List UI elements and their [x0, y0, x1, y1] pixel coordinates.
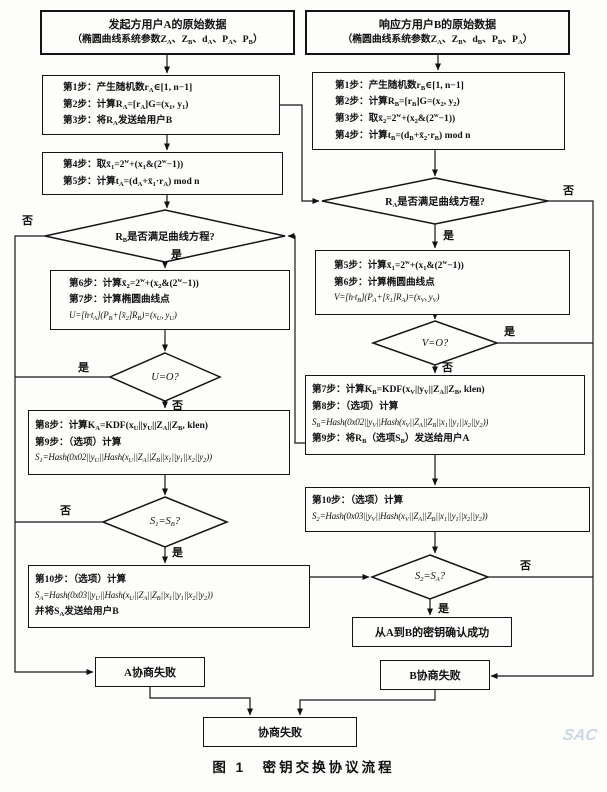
decision-ra-curve-check: RA是否满足曲线方程? — [322, 179, 548, 223]
decision-s2-equals-sa: S2=SA? — [372, 557, 488, 597]
node-a-steps-4-5: 第4步：取x̄1=2w+(x1&(2w−1)) 第5步：计算tA=(dA+x̄1… — [42, 152, 283, 195]
decision-text: U=O? — [151, 371, 179, 383]
node-a-negotiation-fail: A协商失败 — [95, 657, 205, 687]
step-line: SA=Hash(0x03||yU||Hash(xU||ZA||ZB||x1||y… — [35, 589, 213, 602]
step-line: S1=Hash(0x02||yU||Hash(xU||ZA||ZB||x1||y… — [35, 452, 212, 465]
node-b-negotiation-fail: B协商失败 — [380, 660, 490, 690]
node-b-source-title: 响应方用户B的原始数据 — [378, 18, 497, 31]
branch-label-yes: 是 — [171, 249, 182, 261]
step-line: 第6步：计算椭圆曲线点 — [334, 276, 435, 288]
step-line: SB=Hash(0x02||yV||Hash(xV||ZA||ZB||x1||y… — [312, 416, 489, 429]
step-line: 第10步：（选项）计算 — [35, 574, 127, 586]
step-line: 第5步：计算x̄1=2w+(x1&(2w−1)) — [334, 259, 464, 273]
decision-s1-equals-sb: S1=SB? — [103, 499, 227, 545]
node-b-source-params: （椭圆曲线系统参数ZA、ZB、dB、PB、PA） — [342, 34, 533, 47]
step-line: 第1步：产生随机数rA∈[1, n−1] — [63, 82, 193, 95]
step-line: 并将SA发送给用户B — [35, 606, 119, 619]
branch-label-no: 否 — [563, 185, 574, 197]
branch-label-yes: 是 — [438, 603, 449, 615]
step-line: 第3步：取x̄2=2w+(x2&(2w−1)) — [335, 112, 456, 125]
node-key-confirm-success: 从A到B的密钥确认成功 — [352, 617, 512, 647]
decision-text: RA是否满足曲线方程? — [385, 197, 485, 209]
node-a-steps-6-7: 第6步：计算x̄2=2w+(x2&(2w−1)) 第7步：计算椭圆曲线点 U=[… — [50, 270, 290, 330]
node-a-steps-1-3: 第1步：产生随机数rA∈[1, n−1] 第2步：计算RA=[rA]G=(x1,… — [42, 75, 280, 135]
terminal-label: 协商失败 — [258, 727, 302, 739]
step-line: 第6步：计算x̄2=2w+(x2&(2w−1)) — [69, 276, 199, 290]
step-line: V=[h·tB](PA+[x̄1]RA)=(xV, yV) — [334, 292, 440, 305]
node-a-steps-8-9: 第8步：计算KA=KDF(xU||yU||ZA||ZB, klen) 第9步：（… — [28, 410, 290, 475]
branch-label-yes: 是 — [504, 326, 515, 338]
step-line: U=[h·tA](PB+[x̄2]RB)=(xU, yU) — [69, 309, 177, 322]
step-line: 第7步：计算椭圆曲线点 — [69, 294, 170, 306]
branch-label-yes: 是 — [78, 362, 89, 374]
branch-label-no: 否 — [442, 362, 453, 374]
step-line: 第5步：计算tA=(dA+x̄1·rA) mod n — [63, 175, 200, 188]
branch-label-no: 否 — [60, 505, 71, 517]
node-b-step-10: 第10步：（选项）计算 S2=Hash(0x03||yV||Hash(xV||Z… — [305, 487, 590, 532]
decision-u-equals-o: U=O? — [110, 355, 220, 399]
step-line: 第8步：计算KA=KDF(xU||yU||ZA||ZB, klen) — [35, 420, 208, 433]
step-line: 第9步：（选项）计算 — [35, 436, 122, 448]
decision-rb-curve-check: RB是否满足曲线方程? — [45, 212, 285, 260]
node-negotiation-fail: 协商失败 — [203, 717, 357, 747]
decision-v-equals-o: V=O? — [373, 323, 497, 363]
node-b-source: 响应方用户B的原始数据 （椭圆曲线系统参数ZA、ZB、dB、PB、PA） — [305, 10, 570, 55]
step-line: 第10步：（选项）计算 — [312, 495, 404, 507]
decision-text: V=O? — [421, 337, 449, 349]
decision-text: RB是否满足曲线方程? — [115, 232, 215, 244]
decision-text: S2=SA? — [414, 571, 446, 583]
decision-text: S1=SB? — [149, 516, 181, 528]
node-a-source-params: （椭圆曲线系统参数ZA、ZB、dA、PA、PB） — [72, 34, 263, 47]
branch-label-yes: 是 — [172, 547, 183, 559]
step-line: 第2步：计算RA=[rA]G=(x1, y1) — [63, 98, 189, 111]
terminal-label: B协商失败 — [409, 670, 461, 682]
step-line: 第4步：计算tB=(dB+x̄2·rB) mod n — [335, 129, 471, 142]
step-line: 第8步：（选项）计算 — [312, 400, 399, 412]
branch-label-no: 否 — [22, 215, 33, 227]
terminal-label: 从A到B的密钥确认成功 — [374, 627, 490, 639]
branch-label-no: 否 — [520, 560, 531, 572]
step-line: 第2步：计算RB=[rB]G=(x2, y2) — [335, 96, 460, 109]
step-line: 第4步：取x̄1=2w+(x1&(2w−1)) — [63, 157, 184, 171]
node-a-source-title: 发起方用户A的原始数据 — [108, 18, 227, 31]
step-line: S2=Hash(0x03||yV||Hash(xV||ZA||ZB||x1||y… — [312, 511, 488, 523]
node-b-steps-7-9: 第7步：计算KB=KDF(xV||yV||ZA||ZB, klen) 第8步：（… — [305, 375, 585, 455]
branch-label-no: 否 — [172, 400, 183, 412]
node-a-step-10: 第10步：（选项）计算 SA=Hash(0x03||yU||Hash(xU||Z… — [28, 565, 310, 628]
step-line: 第1步：产生随机数rB∈[1, n−1] — [335, 79, 464, 92]
step-line: 第9步：将RB（选项SB）发送给用户A — [312, 433, 470, 446]
node-a-source: 发起方用户A的原始数据 （椭圆曲线系统参数ZA、ZB、dA、PA、PB） — [40, 10, 295, 55]
figure-caption: 图 1 密钥交换协议流程 — [212, 760, 395, 775]
node-b-steps-5-6: 第5步：计算x̄1=2w+(x1&(2w−1)) 第6步：计算椭圆曲线点 V=[… — [315, 250, 570, 315]
terminal-label: A协商失败 — [124, 667, 176, 679]
step-line: 第3步：将RA发送给用户B — [63, 115, 173, 128]
step-line: 第7步：计算KB=KDF(xV||yV||ZA||ZB, klen) — [312, 384, 485, 397]
node-b-steps-1-4: 第1步：产生随机数rB∈[1, n−1] 第2步：计算RB=[rB]G=(x2,… — [312, 72, 565, 150]
branch-label-yes: 是 — [443, 230, 454, 242]
